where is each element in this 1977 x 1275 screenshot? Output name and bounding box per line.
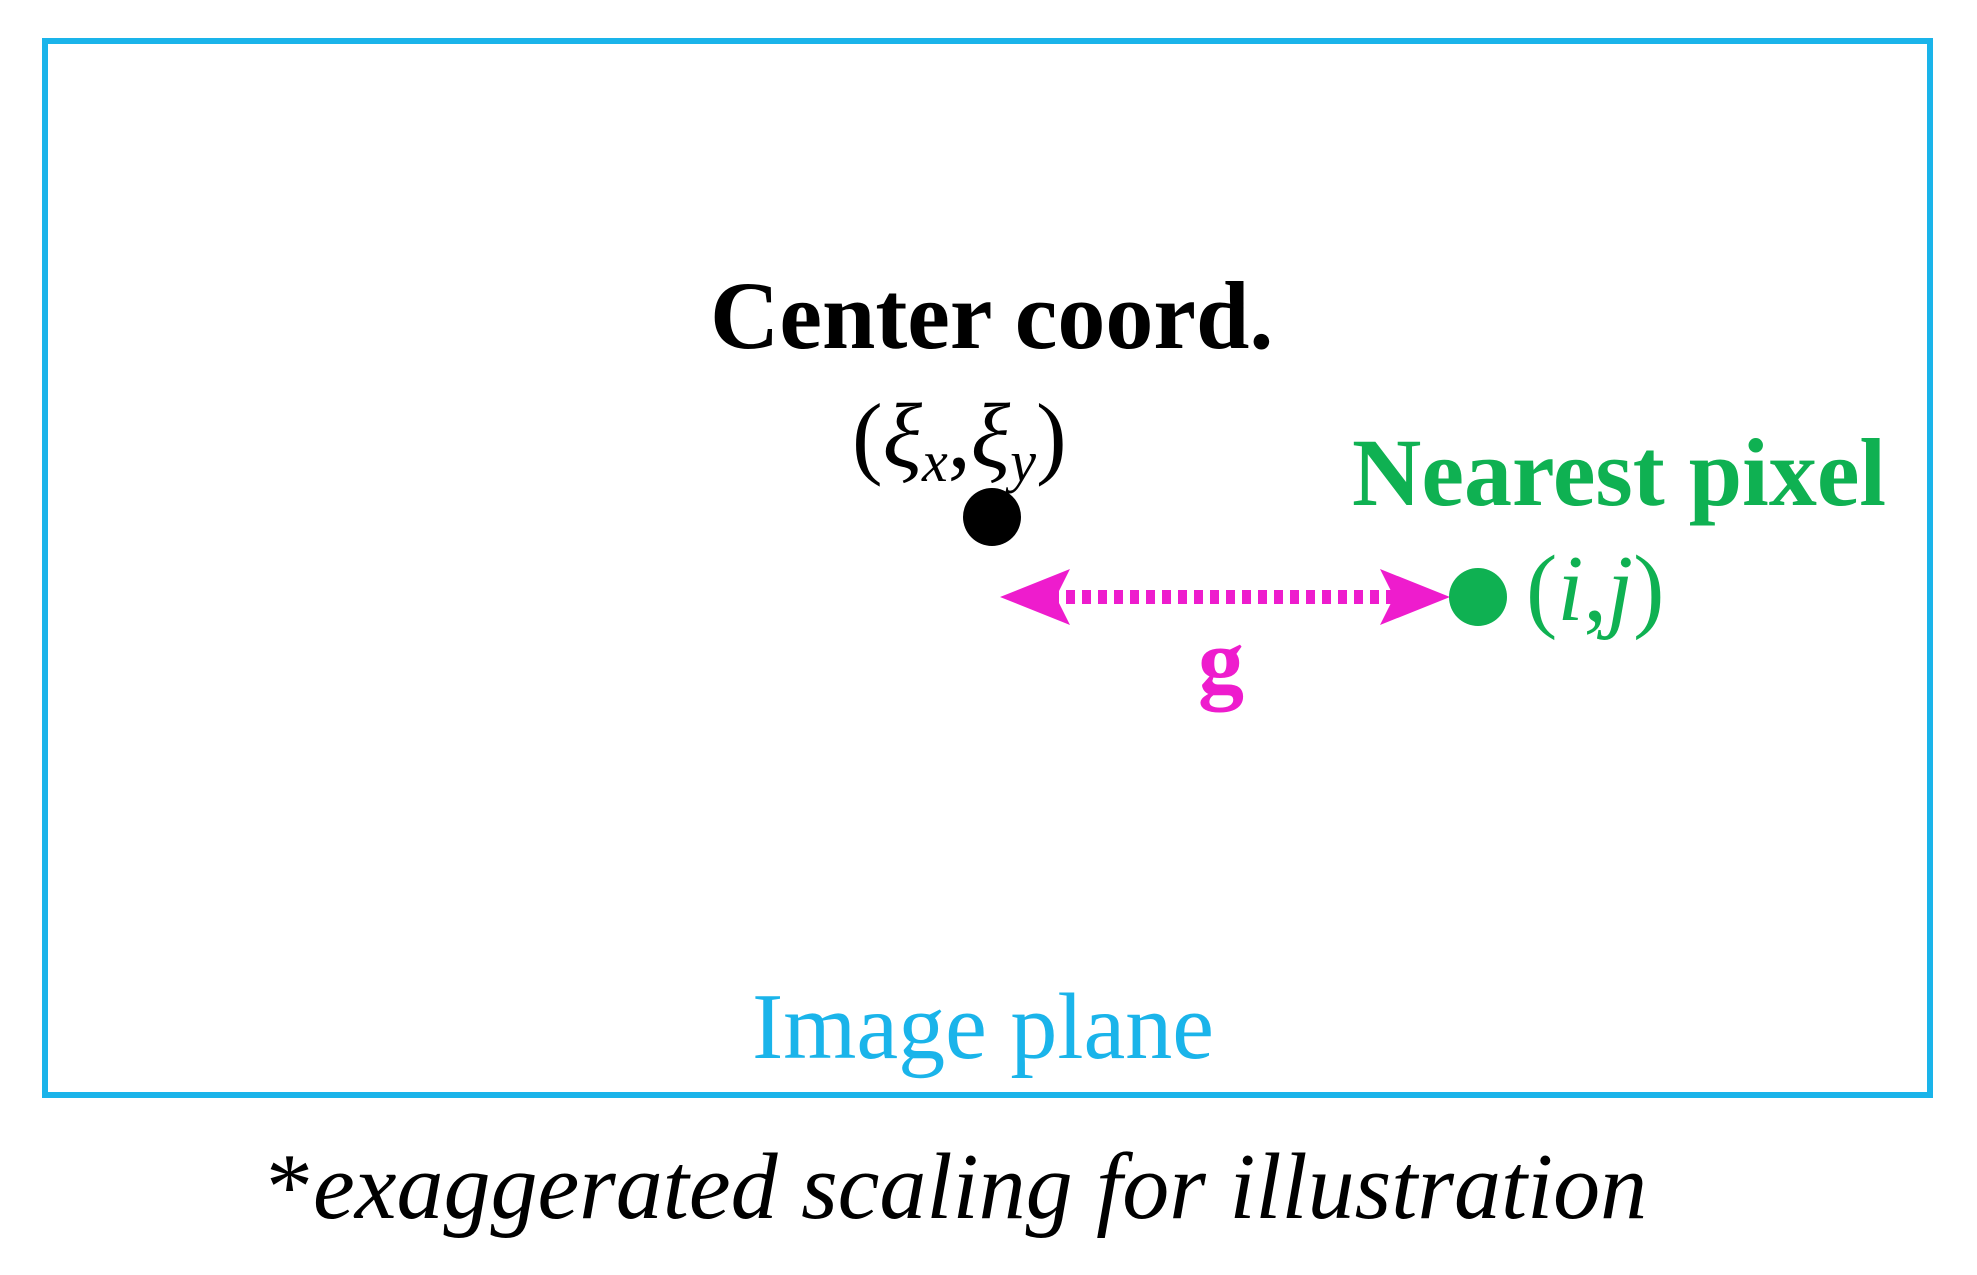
x-subscript: x <box>922 429 948 494</box>
j-symbol: j <box>1606 537 1634 641</box>
offset-arrow-head-right <box>1380 569 1450 625</box>
image-plane-border <box>42 38 1933 1098</box>
formula-paren-close: ) <box>1633 537 1665 641</box>
offset-arrow-head-left <box>1000 569 1070 625</box>
image-plane-label: Image plane <box>752 975 1214 1079</box>
formula-paren-open: ( <box>852 385 883 487</box>
xi-symbol: ξ <box>970 385 1011 487</box>
footnote-star: * <box>266 1135 313 1239</box>
i-symbol: i <box>1557 537 1584 641</box>
nearest-pixel-point <box>1449 568 1507 626</box>
footnote: *exaggerated scaling for illustration <box>266 1140 1647 1234</box>
y-subscript: y <box>1010 429 1036 494</box>
nearest-pixel-formula: (i,j) <box>1526 542 1664 636</box>
formula-comma: , <box>1583 537 1607 641</box>
xi-symbol: ξ <box>882 385 923 487</box>
center-coord-formula: (ξx,ξy) <box>852 390 1067 491</box>
formula-paren-close: ) <box>1035 385 1067 487</box>
formula-comma: , <box>947 385 971 487</box>
center-point <box>963 488 1021 546</box>
footnote-text: exaggerated scaling for illustration <box>313 1135 1648 1239</box>
center-coord-label: Center coord. <box>710 262 1274 369</box>
offset-label: g <box>1198 610 1244 712</box>
nearest-pixel-label: Nearest pixel <box>1352 419 1887 526</box>
formula-paren-open: ( <box>1526 537 1558 641</box>
